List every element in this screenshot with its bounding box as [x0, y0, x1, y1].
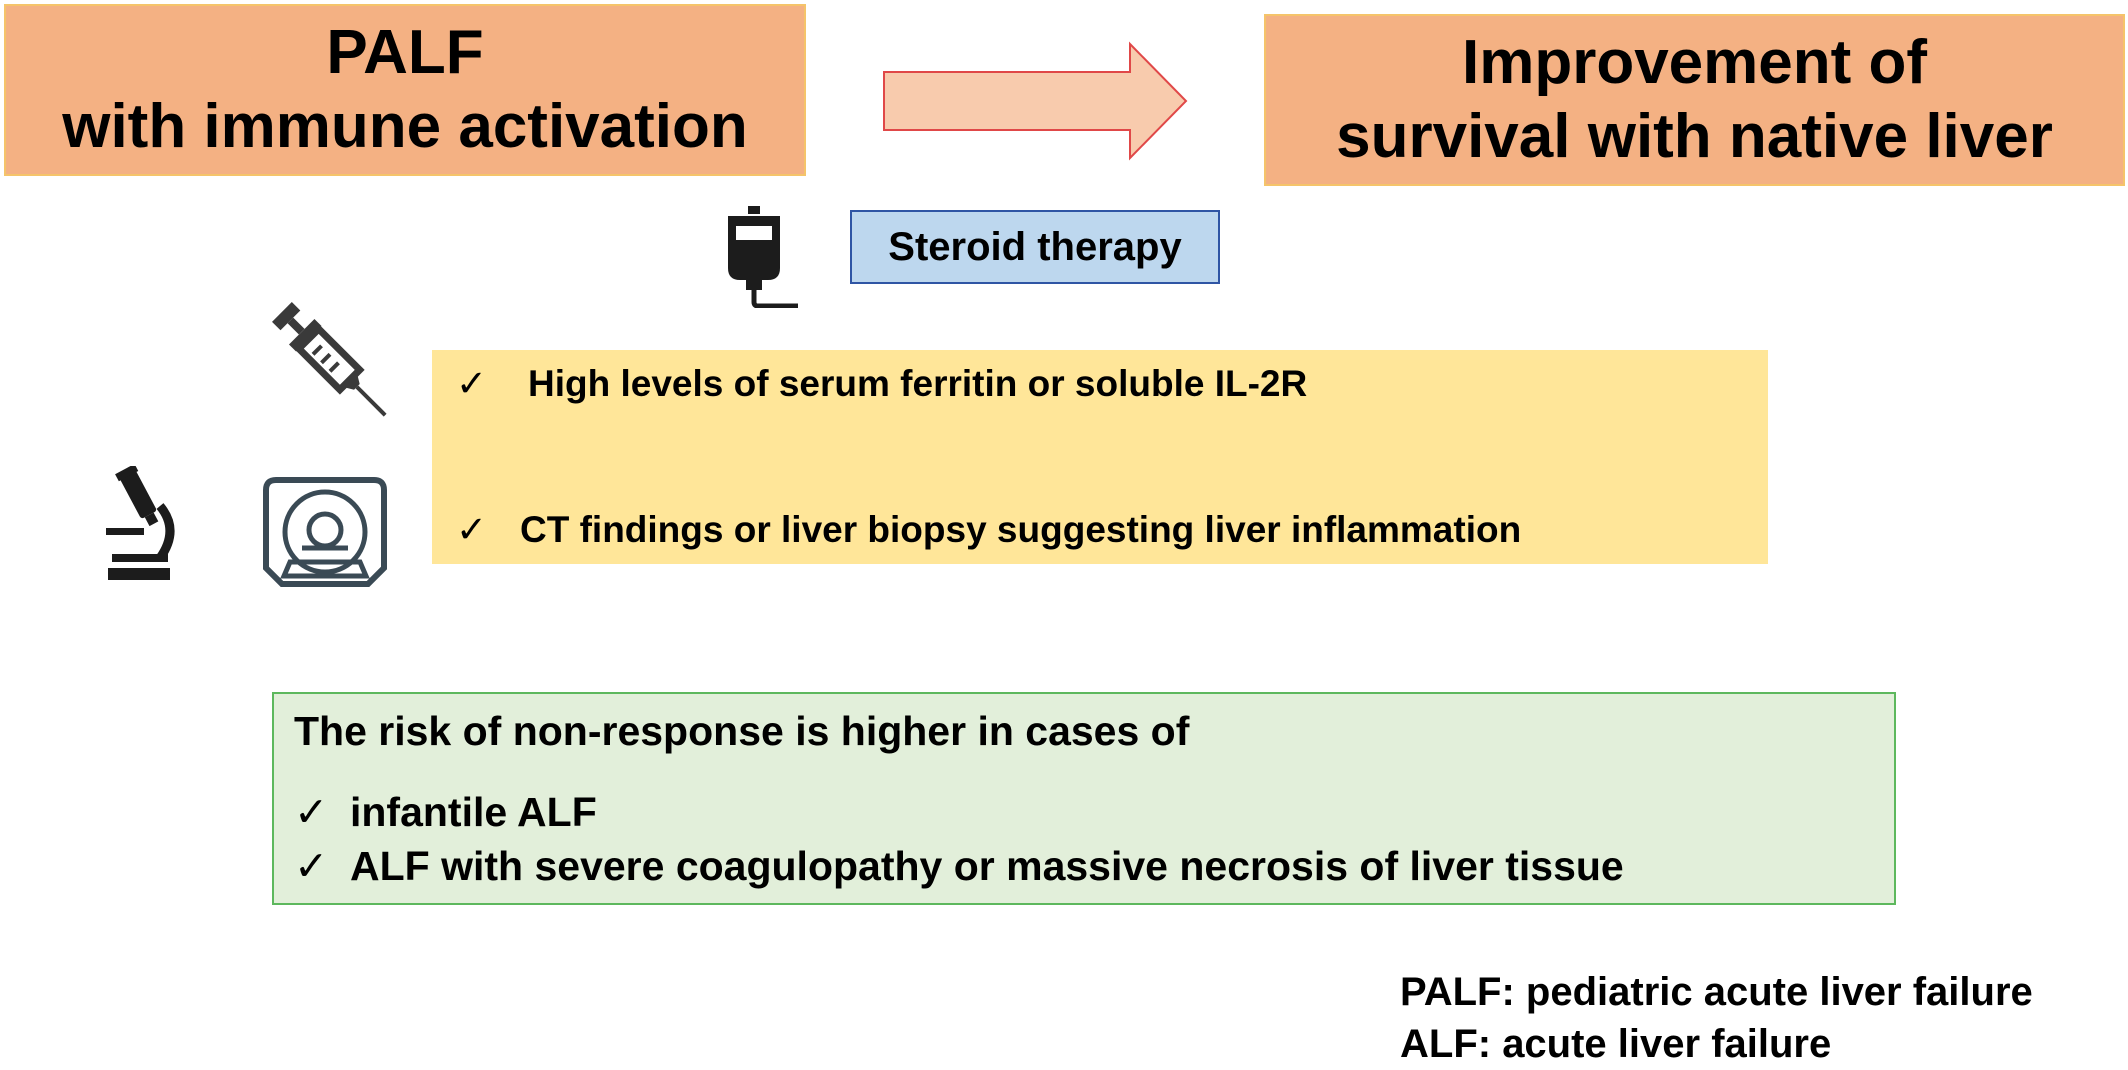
steroid-therapy-label: Steroid therapy — [888, 224, 1182, 269]
outcome-box-line1: Improvement of — [1461, 28, 1928, 97]
risk-box: The risk of non-response is higher in ca… — [272, 692, 1896, 905]
criteria-item: ✓ High levels of serum ferritin or solubl… — [456, 362, 1307, 405]
risk-item-text: infantile ALF — [350, 789, 597, 835]
criteria-box: ✓ High levels of serum ferritin or solubl… — [432, 350, 1768, 564]
check-icon: ✓ — [294, 843, 329, 889]
risk-title: The risk of non-response is higher in ca… — [294, 708, 1190, 754]
abbreviation-palf: PALF: pediatric acute liver failure — [1400, 970, 2033, 1014]
iv-drip-icon — [728, 206, 798, 308]
criteria-item: ✓ CT findings or liver biopsy suggesting … — [456, 508, 1521, 551]
check-icon: ✓ — [294, 789, 329, 835]
steroid-therapy-box: Steroid therapy — [850, 210, 1220, 284]
outcome-box-line2: survival with native liver — [1336, 102, 2053, 171]
ct-scanner-icon — [263, 477, 387, 587]
risk-item-text: ALF with severe coagulopathy or massive … — [350, 843, 1624, 889]
palf-box: PALF with immune activation — [4, 4, 806, 176]
microscope-icon — [106, 466, 175, 580]
risk-item: ✓ ALF with severe coagulopathy or massive… — [294, 842, 1624, 890]
criteria-item-text: High levels of serum ferritin or soluble… — [528, 363, 1308, 404]
check-icon: ✓ — [456, 363, 488, 404]
risk-item: ✓ infantile ALF — [294, 788, 597, 836]
outcome-box: Improvement of survival with native live… — [1264, 14, 2125, 186]
syringe-icon — [272, 302, 387, 417]
palf-box-line1: PALF — [326, 18, 484, 87]
abbreviation-alf: ALF: acute liver failure — [1400, 1022, 1832, 1066]
check-icon: ✓ — [456, 509, 488, 550]
right-arrow-icon — [883, 41, 1188, 161]
palf-box-line2: with immune activation — [62, 92, 748, 161]
criteria-item-text: CT findings or liver biopsy suggesting l… — [520, 509, 1522, 550]
abbreviations: PALF: pediatric acute liver failure ALF:… — [1400, 966, 2033, 1070]
